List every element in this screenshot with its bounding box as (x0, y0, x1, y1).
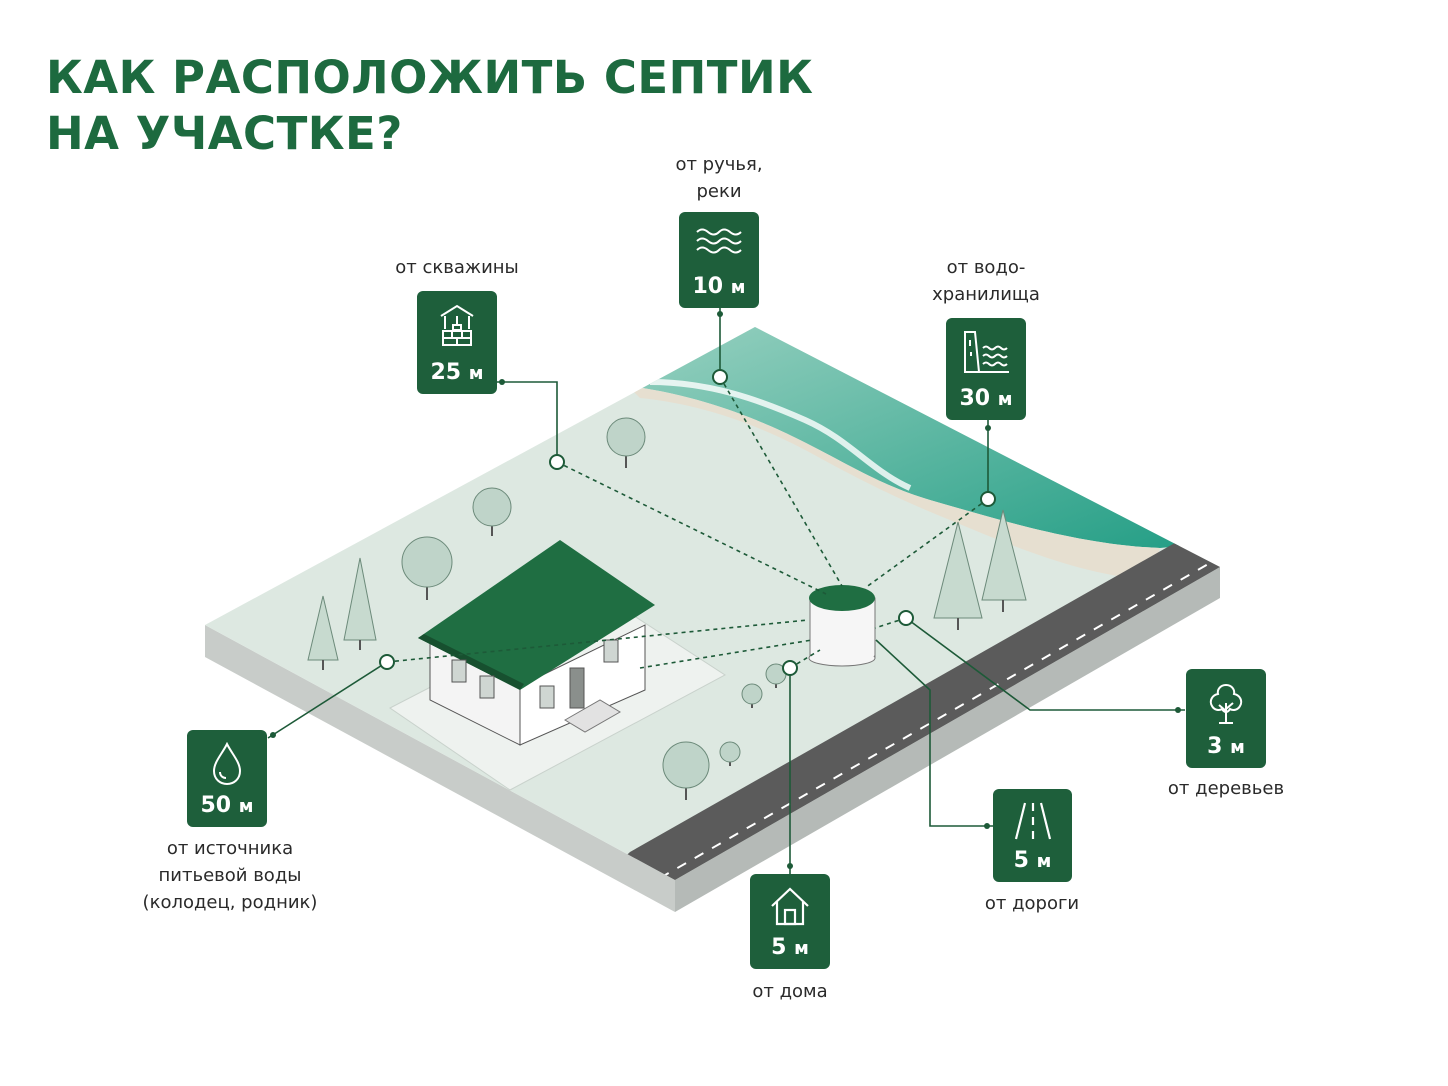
title-line-2: НА УЧАСТКЕ? (46, 107, 403, 160)
callout-anchors (379, 369, 996, 676)
reservoir-distance-value: 30 (959, 386, 991, 411)
drinking-water-distance-badge: 50 м (187, 730, 267, 827)
house-distance-badge: 5 м (750, 874, 830, 969)
road-distance-unit: м (1036, 851, 1052, 872)
drinking-water-distance-value: 50 (200, 793, 232, 818)
conifer-trees (307, 509, 1027, 670)
trees-distance-value: 3 (1207, 734, 1223, 759)
drop-icon (212, 742, 242, 786)
road-distance-value: 5 (1013, 848, 1029, 873)
page-title: КАК РАСПОЛОЖИТЬ СЕПТИК НА УЧАСТКЕ? (46, 50, 813, 162)
well-distance-unit: м (468, 363, 484, 384)
well-distance-value: 25 (430, 360, 462, 385)
reservoir-caption: от водо- хранилища (932, 257, 1040, 305)
stream-distance-value: 10 (692, 274, 724, 299)
house (418, 540, 655, 746)
house-caption: от дома (752, 981, 828, 1002)
stream-distance-badge: 10 м (679, 212, 759, 308)
stream-caption: от ручья, реки (675, 154, 763, 202)
house-icon (771, 887, 809, 926)
road-icon (1014, 802, 1051, 840)
stream-distance-unit: м (730, 277, 746, 298)
distance-lines (386, 376, 989, 669)
road-distance-badge: 5 м (993, 789, 1072, 882)
river-bank (628, 386, 1160, 580)
road (600, 540, 1220, 880)
well-distance-badge: 25 м (417, 291, 497, 394)
house-distance-unit: м (794, 938, 809, 959)
trees-distance-unit: м (1230, 737, 1245, 758)
well-caption: от скважины (395, 257, 519, 278)
reservoir-icon (964, 331, 1009, 373)
waves-icon (696, 228, 742, 254)
tree-icon (1209, 683, 1243, 724)
house-distance-value: 5 (771, 935, 787, 960)
septic-tank (808, 585, 876, 667)
trees-distance-badge: 3 м (1186, 669, 1266, 768)
title-line-1: КАК РАСПОЛОЖИТЬ СЕПТИК (46, 51, 814, 104)
deciduous-trees (401, 417, 787, 800)
reservoir-distance-badge: 30 м (946, 318, 1026, 420)
callout-dots (270, 311, 1181, 869)
drinking-water-caption: от источника питьевой воды (колодец, род… (142, 838, 318, 913)
callout-leaders (267, 306, 1185, 875)
road-caption: от дороги (984, 893, 1080, 914)
reservoir-distance-unit: м (997, 389, 1013, 410)
well-icon (440, 304, 474, 346)
trees-caption: от деревьев (1167, 778, 1285, 799)
drinking-water-distance-unit: м (238, 796, 254, 817)
